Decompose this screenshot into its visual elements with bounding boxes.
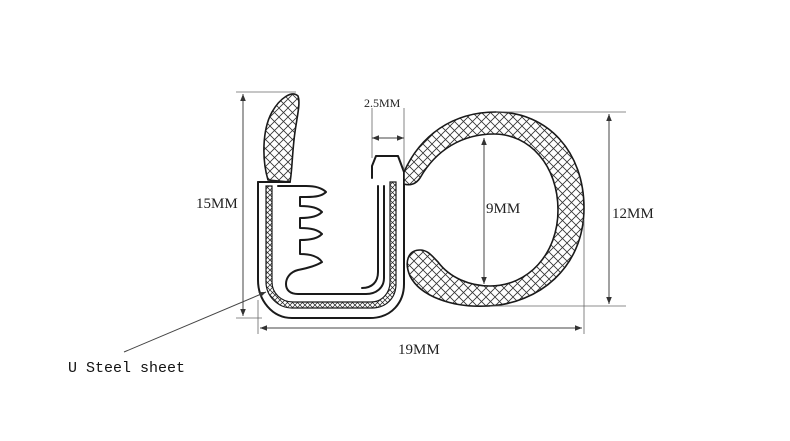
u-steel-sheet <box>265 181 397 309</box>
grip-fingers <box>277 185 385 295</box>
left-lip <box>263 93 300 183</box>
bulb-seal <box>403 111 585 307</box>
u-channel-body <box>257 155 405 319</box>
dim-label-width: 19MM <box>398 342 440 358</box>
grip-right-wall <box>361 185 379 289</box>
callout-label: U Steel sheet <box>68 360 185 377</box>
dim-label-bulb: 12MM <box>612 206 654 222</box>
dim-label-inner: 9MM <box>486 201 520 217</box>
dim-label-height: 15MM <box>196 196 238 212</box>
callout-leader <box>123 291 267 353</box>
dim-label-gap: 2.5MM <box>364 96 401 110</box>
